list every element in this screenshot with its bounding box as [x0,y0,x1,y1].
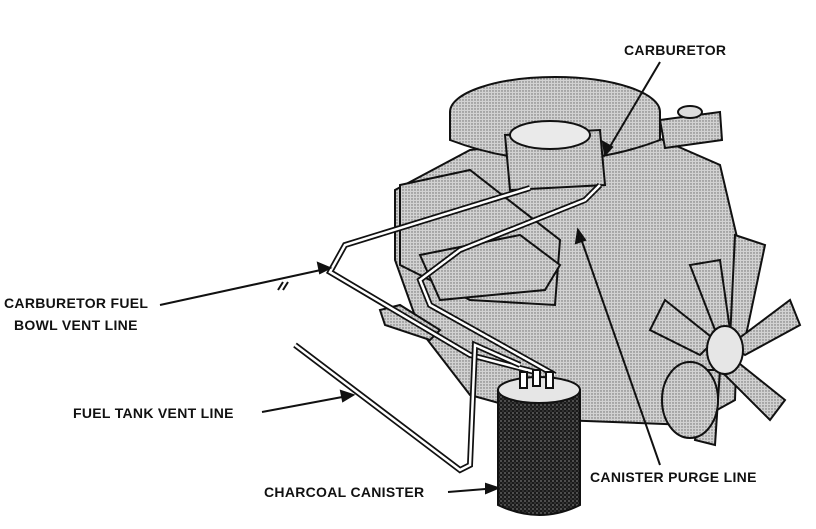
canister-port [545,371,554,389]
fuel-bowl-vent-line [325,185,536,375]
leader-canister-purge [577,229,661,466]
carburetor [503,120,607,192]
fan-hub [706,325,744,375]
leader-carburetor [604,61,661,156]
canister-port [532,369,541,387]
leader-lines [159,61,661,495]
water-pump-pulley [661,361,719,439]
label-fuel-tank-vent-line: FUEL TANK VENT LINE [73,405,234,421]
leader-fuel-tank-vent [261,394,354,413]
canister-body [497,389,581,516]
label-fuel-bowl-vent-line-2: BOWL VENT LINE [14,317,138,333]
canister-port [519,371,528,389]
carburetor-throat [509,120,591,150]
leader-fuel-bowl-vent [159,267,331,306]
label-fuel-bowl-vent-line-1: CARBURETOR FUEL [4,295,148,311]
label-canister-purge-line: CANISTER PURGE LINE [590,469,757,485]
fan [648,233,802,447]
charcoal-canister [497,369,581,516]
wing-nut-icon [677,105,703,119]
label-carburetor: CARBURETOR [624,42,726,58]
canister-purge-line [416,182,603,378]
label-charcoal-canister: CHARCOAL CANISTER [264,484,424,500]
fuel-tank-vent-line [293,340,522,474]
